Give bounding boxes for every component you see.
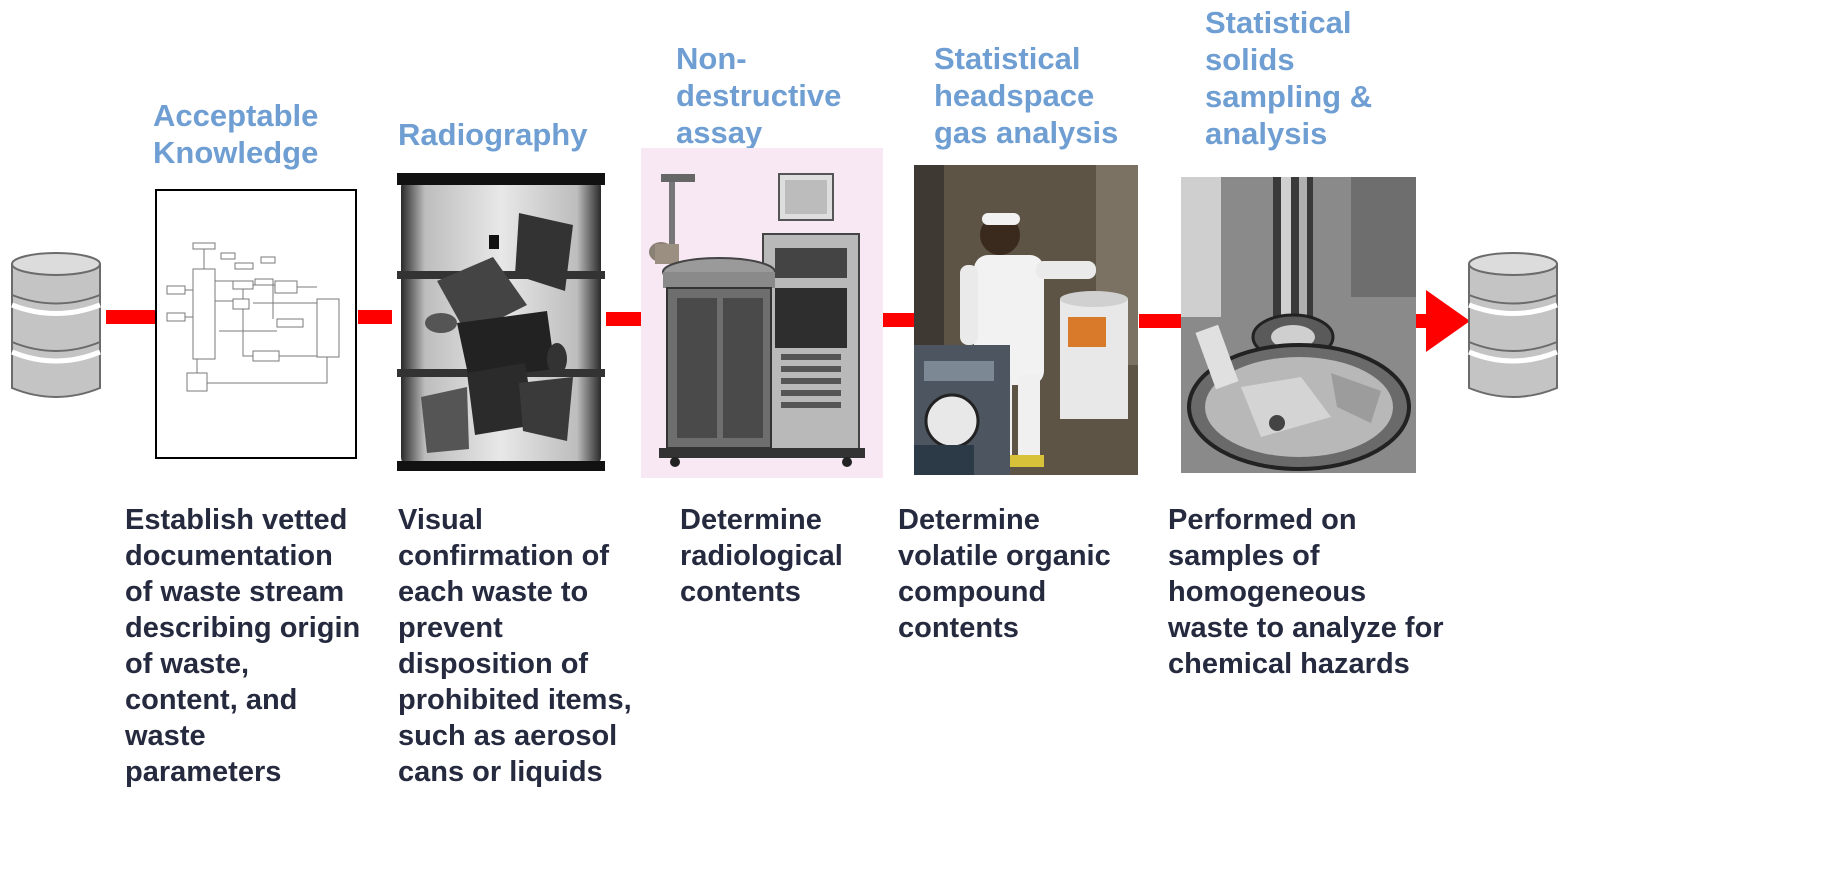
flowchart-document-image: [155, 189, 357, 459]
flow-arrow-4: [882, 313, 916, 327]
step-description-radiography: Visual confirmation of each waste to pre…: [398, 504, 632, 788]
step-title-non-destructive-assay: Non-destructive assay: [676, 41, 842, 150]
worker-gas-sampling-image: [914, 165, 1138, 475]
xray-drum-image: [397, 173, 605, 471]
step-description-non-destructive-assay: Determine radiological contents: [680, 504, 843, 608]
step-title-acceptable-knowledge: Acceptable Knowledge: [153, 98, 319, 170]
assay-machine-image: [641, 148, 883, 478]
step-description-solids-sampling-analysis: Performed on samples of homogeneous wast…: [1168, 504, 1444, 680]
step-description-acceptable-knowledge: Establish vetted documentation of waste …: [125, 504, 361, 788]
drum-coring-image: [1181, 177, 1416, 473]
flow-arrow-1: [106, 310, 156, 324]
flow-arrow-5: [1139, 314, 1181, 328]
step-title-solids-sampling-analysis: Statistical solids sampling & analysis: [1205, 5, 1373, 151]
flow-arrowhead: [1426, 290, 1470, 352]
step-description-headspace-gas-analysis: Determine volatile organic compound cont…: [898, 504, 1111, 644]
output-drum-icon: [1463, 250, 1563, 402]
step-title-radiography: Radiography: [398, 117, 588, 152]
flow-arrow-2: [358, 310, 392, 324]
input-drum-icon: [6, 250, 106, 402]
step-title-headspace-gas-analysis: Statistical headspace gas analysis: [934, 41, 1119, 150]
flow-arrow-3: [606, 312, 642, 326]
